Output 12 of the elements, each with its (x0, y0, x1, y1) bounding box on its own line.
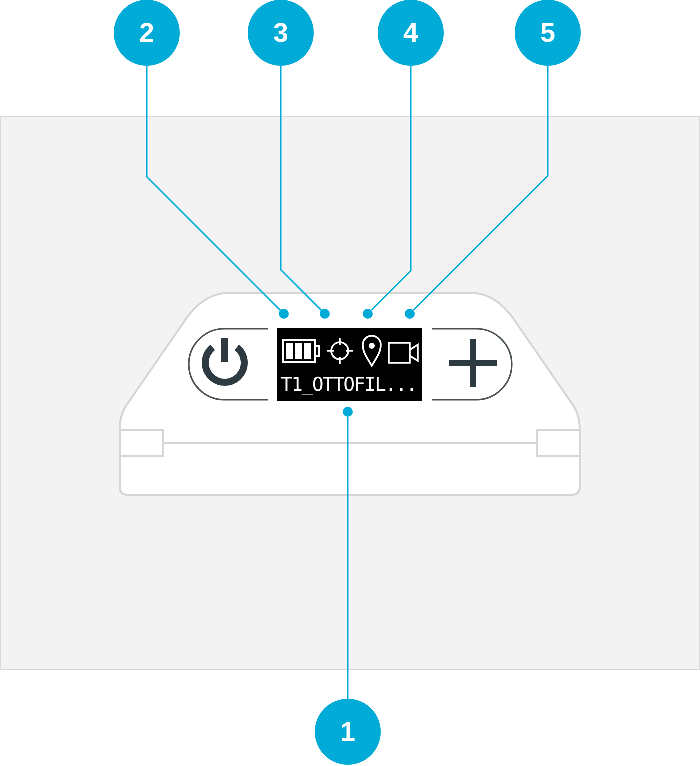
leader-line (371, 66, 412, 311)
leader-line (146, 66, 281, 311)
callout-number: 5 (515, 0, 581, 66)
screen-text: T1_OTTOFIL... (281, 375, 417, 395)
leader-line (280, 66, 322, 311)
callout-number: 4 (378, 0, 444, 66)
callout-number: 1 (315, 699, 381, 765)
display-screen (277, 328, 422, 401)
callout-number: 2 (114, 0, 180, 66)
callout-number: 3 (248, 0, 314, 66)
leader-line (347, 417, 349, 699)
leader-line (413, 66, 549, 311)
